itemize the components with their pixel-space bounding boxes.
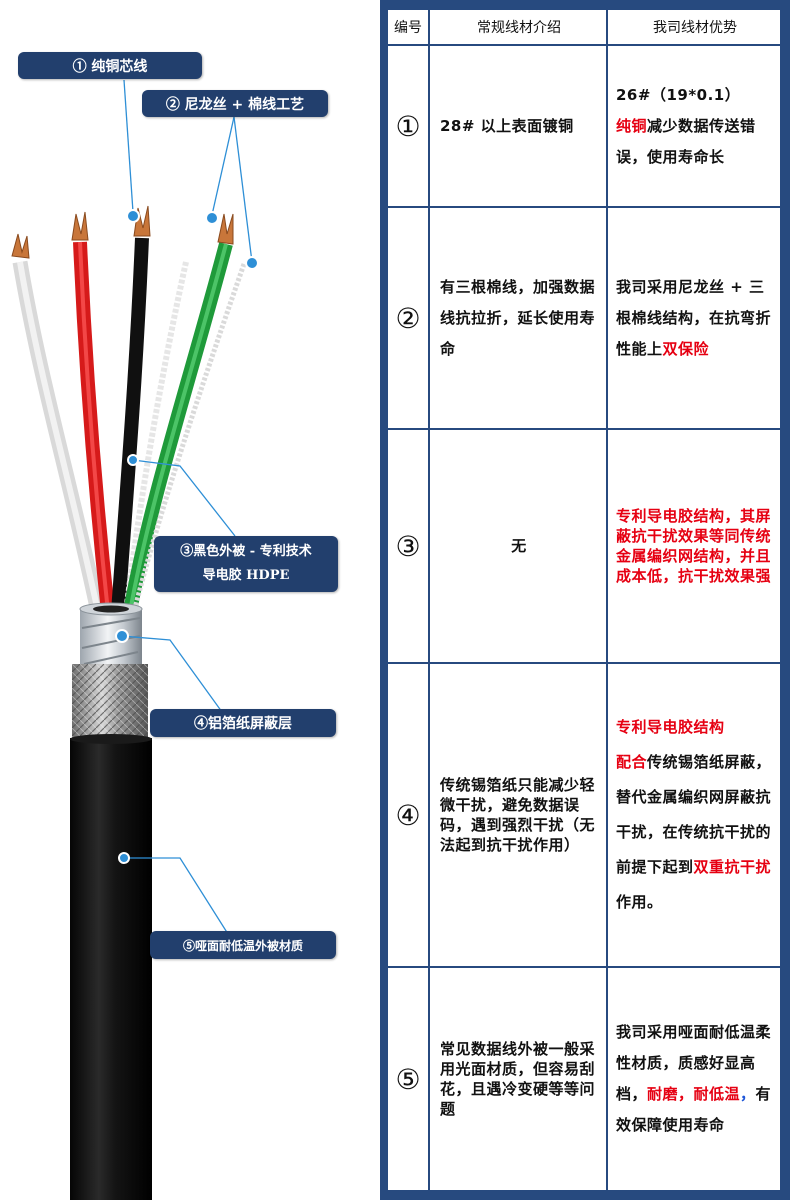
row-number: ③	[386, 428, 430, 664]
row-number: ①	[386, 44, 430, 208]
advantage-text: 减少数据传送错误，使用寿命长	[616, 116, 756, 166]
header-ours: 我司线材优势	[606, 8, 782, 46]
row-number: ⑤	[386, 966, 430, 1192]
wires	[11, 205, 247, 614]
advantage-highlight: 配合	[616, 753, 648, 771]
callout-black-jacket-line1: ③黑色外被 - 专利技术	[180, 544, 312, 559]
outer-jacket	[70, 738, 152, 1200]
callout-black-jacket-line2: 导电胶 HDPE	[202, 568, 290, 583]
advantage-punct: ，	[740, 1085, 756, 1103]
advantage-highlight: 专利导电胶结构，其屏蔽抗干扰效果等同传统金属编织网结构，并且成本低，抗干扰效果强	[616, 507, 772, 585]
advantage-highlight: 专利导电胶结构	[616, 718, 725, 736]
cable-illustration-panel: ① 纯铜芯线 ② 尼龙丝 + 棉线工艺 ③黑色外被 - 专利技术 导电胶 HDP…	[0, 0, 382, 1200]
black-wire	[111, 237, 149, 613]
regular-description: 无	[511, 536, 527, 555]
cable-illustration	[11, 79, 259, 1200]
advantage-highlight: 双保险	[662, 339, 710, 358]
callout-nylon-cotton-label: ② 尼龙丝 + 棉线工艺	[165, 96, 305, 113]
regular-description: 传统锡箔纸只能减少轻微干扰，避免数据误码，遇到强烈干扰（无法起到抗干扰作用）	[440, 776, 596, 854]
table-row: ② 有三根棉线，加强数据线抗拉折，延长使用寿命 我司采用尼龙丝 + 三根棉线结构…	[386, 206, 782, 430]
cotton-thread-2	[131, 263, 247, 613]
callout-nylon-cotton: ② 尼龙丝 + 棉线工艺	[142, 90, 328, 117]
table-header-row: 编号 常规线材介绍 我司线材优势	[386, 8, 782, 46]
leader-dots	[115, 209, 259, 864]
advantage-text: 传统锡箔纸屏蔽，替代金属编织网屏蔽抗干扰，在传统抗干扰的前提下起到	[616, 753, 772, 876]
advantage-text: 作用。	[616, 893, 663, 911]
callout-foil-shield: ④铝箔纸屏蔽层	[150, 709, 336, 737]
row-number: ②	[386, 206, 430, 430]
our-advantage: 我司采用哑面耐低温柔性材质，质感好显高档，耐磨，耐低温，有效保障使用寿命	[616, 1017, 774, 1141]
regular-description: 常见数据线外被一般采用光面材质，但容易刮花，且遇冷变硬等等问题	[440, 1040, 596, 1118]
callout-black-jacket: ③黑色外被 - 专利技术 导电胶 HDPE	[154, 536, 338, 592]
callout-foil-shield-label: ④铝箔纸屏蔽层	[194, 716, 292, 732]
our-advantage: 26#（19*0.1） 纯铜减少数据传送错误，使用寿命长	[616, 80, 774, 173]
table-row: ① 28# 以上表面镀铜 26#（19*0.1） 纯铜减少数据传送错误，使用寿命…	[386, 44, 782, 208]
callout-copper-core-label: ① 纯铜芯线	[72, 58, 148, 75]
advantage-highlight: 双重抗干扰	[693, 858, 772, 876]
callout-copper-core: ① 纯铜芯线	[18, 52, 202, 79]
leader-lines	[121, 79, 253, 935]
regular-description: 有三根棉线，加强数据线抗拉折，延长使用寿命	[440, 277, 596, 358]
regular-description: 28# 以上表面镀铜	[440, 116, 574, 135]
header-number: 编号	[386, 8, 430, 46]
callout-matte-jacket-label: ⑤哑面耐低温外被材质	[182, 938, 303, 953]
our-advantage: 专利导电胶结构，其屏蔽抗干扰效果等同传统金属编织网结构，并且成本低，抗干扰效果强	[616, 506, 774, 586]
advantage-highlight: 耐磨，耐低温	[647, 1085, 741, 1103]
row-number: ④	[386, 662, 430, 968]
advantage-text: 我司采用哑面耐低温柔性材质，质感好显高档，	[616, 1023, 772, 1103]
advantage-text: 我司采用尼龙丝 + 三根棉线结构，在抗弯折性能上	[616, 277, 772, 358]
table-row: ③ 无 专利导电胶结构，其屏蔽抗干扰效果等同传统金属编织网结构，并且成本低，抗干…	[386, 428, 782, 664]
our-advantage: 专利导电胶结构 配合传统锡箔纸屏蔽，替代金属编织网屏蔽抗干扰，在传统抗干扰的前提…	[616, 710, 774, 920]
advantage-spec: 26#（19*0.1）	[616, 85, 741, 104]
table-row: ④ 传统锡箔纸只能减少轻微干扰，避免数据误码，遇到强烈干扰（无法起到抗干扰作用）…	[386, 662, 782, 968]
table-row: ⑤ 常见数据线外被一般采用光面材质，但容易刮花，且遇冷变硬等等问题 我司采用哑面…	[386, 966, 782, 1192]
our-advantage: 我司采用尼龙丝 + 三根棉线结构，在抗弯折性能上双保险	[616, 272, 774, 365]
callout-matte-jacket: ⑤哑面耐低温外被材质	[150, 931, 336, 959]
header-regular: 常规线材介绍	[428, 8, 608, 46]
advantage-highlight: 纯铜	[616, 116, 648, 135]
comparison-table: 编号 常规线材介绍 我司线材优势 ① 28# 以上表面镀铜 26#（19*0.1…	[386, 8, 782, 1192]
advantage-text: 有效保障使用寿命	[616, 1085, 772, 1134]
